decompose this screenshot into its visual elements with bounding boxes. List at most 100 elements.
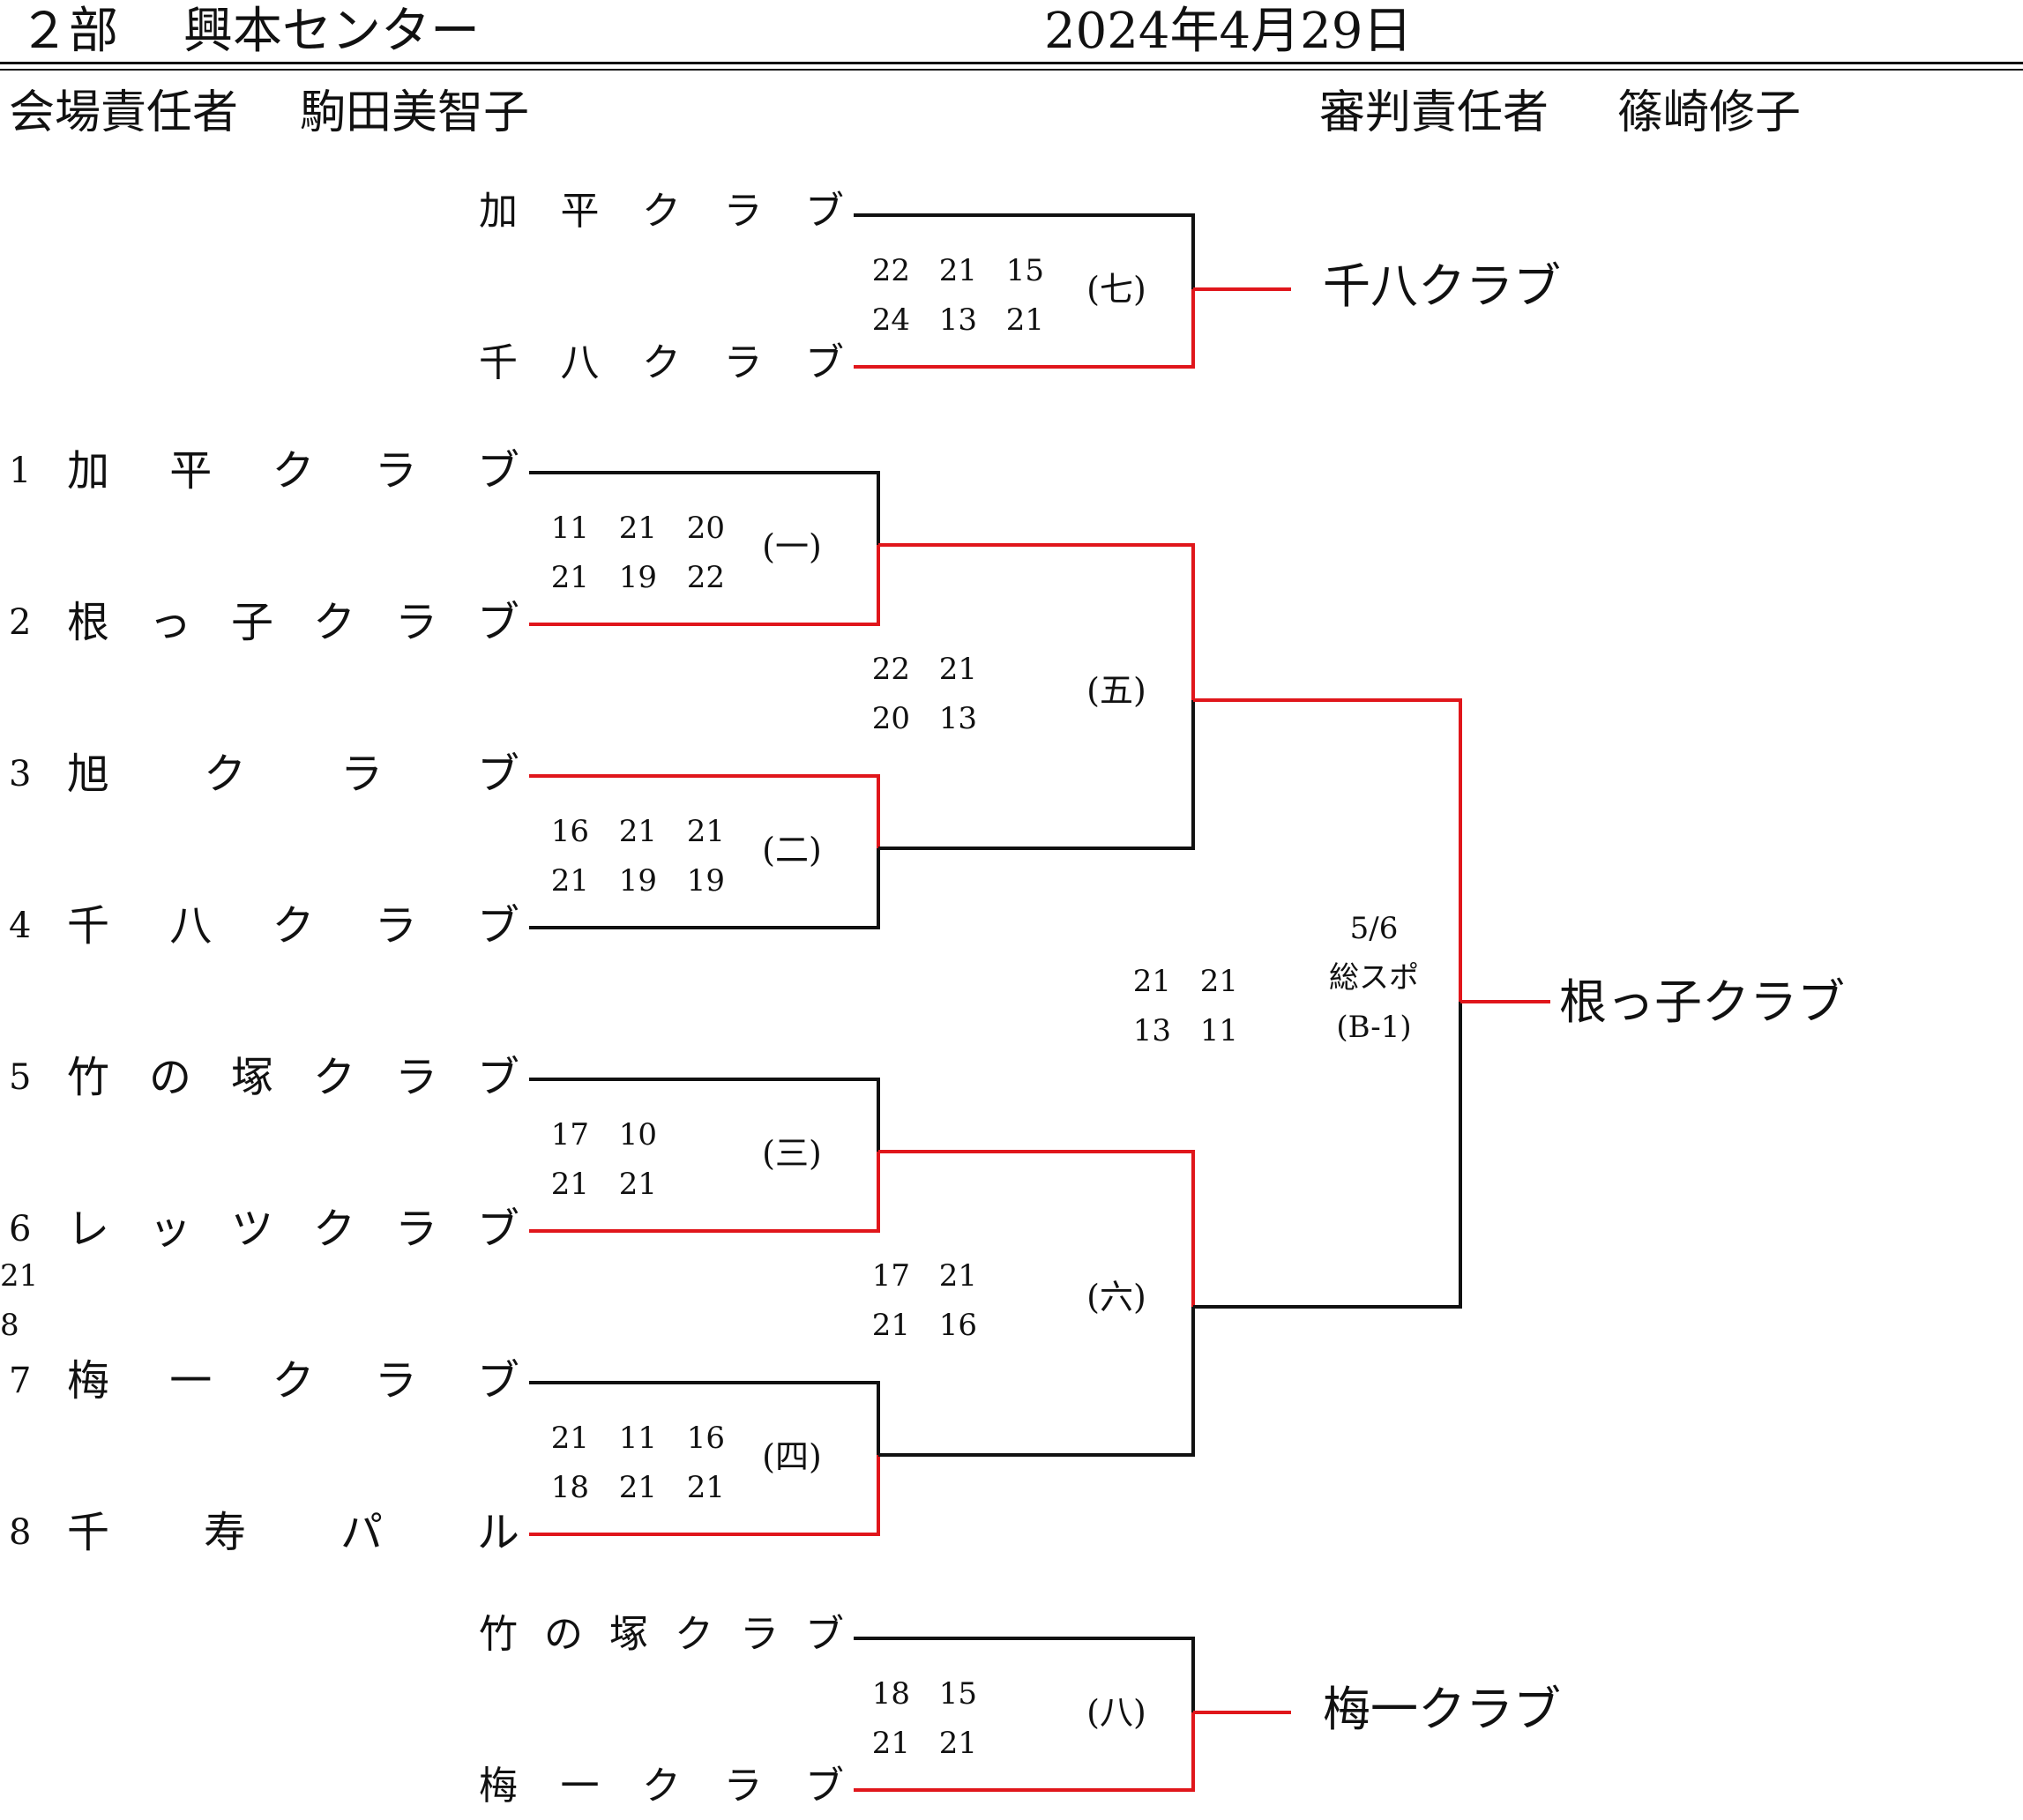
final-score-bottom: 11 xyxy=(1199,1013,1238,1048)
team-name-char: ク xyxy=(312,1205,356,1254)
bracket-line-top xyxy=(854,1637,1195,1712)
team-name-char: 寿 xyxy=(203,1508,247,1557)
team-name-char: 加 xyxy=(66,446,110,496)
side-winner-name: 梅一クラブ xyxy=(1323,1682,1561,1737)
team-name-char: 竹 xyxy=(66,1053,110,1102)
side-team-name-char: 千 xyxy=(479,340,518,385)
score-bottom: 16 xyxy=(938,1308,977,1343)
team-name-char: ク xyxy=(312,598,356,647)
score-bottom: 8 xyxy=(0,1308,19,1343)
header-rule-top xyxy=(0,62,2023,64)
side-team-name-char: ク xyxy=(642,340,681,385)
score-bottom: 18 xyxy=(550,1470,589,1505)
match-number: (三) xyxy=(762,1134,822,1173)
side-team-name-char: ブ xyxy=(805,189,844,234)
score-bottom: 21 xyxy=(550,560,589,595)
score-bottom: 19 xyxy=(686,863,725,899)
score-top: 21 xyxy=(0,1258,39,1294)
division-label: ２部 xyxy=(19,3,118,60)
referee-manager-name: 篠崎修子 xyxy=(1617,86,1802,139)
team-name-char: 平 xyxy=(169,446,213,496)
score-top: 11 xyxy=(618,1421,657,1456)
team-name-char: ク xyxy=(272,1356,315,1406)
score-top: 21 xyxy=(618,814,657,849)
header-rule-bottom xyxy=(0,69,2023,71)
team-seed: 3 xyxy=(9,754,32,794)
team-seed: 8 xyxy=(9,1512,32,1553)
bracket-line-bottom xyxy=(854,1712,1195,1792)
bracket-line-bottom xyxy=(529,848,880,929)
score-bottom: 19 xyxy=(618,560,657,595)
side-team-name-char: 一 xyxy=(560,1764,600,1809)
bracket-line-top xyxy=(529,1078,880,1152)
bracket-line-top xyxy=(854,213,1195,289)
final-line-top xyxy=(1193,698,1462,1002)
side-team-name-char: ラ xyxy=(723,1764,763,1809)
team-name-char: ラ xyxy=(374,901,417,951)
score-bottom: 21 xyxy=(618,1470,657,1505)
bracket-line-top xyxy=(529,471,880,545)
team-name-char: 旭 xyxy=(66,750,110,799)
team-name-char: 梅 xyxy=(66,1356,110,1406)
team-name-char: 千 xyxy=(66,1508,110,1557)
match-number: (六) xyxy=(1086,1278,1146,1317)
final-score-top: 21 xyxy=(1132,964,1171,999)
team-name-char: 千 xyxy=(66,901,110,951)
team-name-char: 子 xyxy=(230,598,274,647)
team-name-char: の xyxy=(148,1053,192,1102)
side-team-name-char: 加 xyxy=(479,189,518,234)
bracket-line-top xyxy=(878,1150,1195,1307)
score-top: 21 xyxy=(938,652,977,687)
side-team-name-char: ク xyxy=(642,1764,681,1809)
champion-name: 根っ子クラブ xyxy=(1559,974,1845,1030)
side-team-name-char: ラ xyxy=(723,189,763,234)
score-top: 17 xyxy=(871,1258,910,1294)
venue-name: 興本センター xyxy=(183,3,480,60)
score-top: 11 xyxy=(550,511,589,546)
score-bottom: 21 xyxy=(871,1726,910,1761)
match-number: (一) xyxy=(762,527,822,566)
side-team-name-char: 塚 xyxy=(609,1612,648,1657)
team-name-char: っ xyxy=(148,598,192,647)
referee-manager-label: 審判責任者 xyxy=(1319,86,1549,139)
team-name-char: ク xyxy=(272,901,315,951)
bracket-line-bottom xyxy=(854,289,1195,369)
match-date: 2024年4月29日 xyxy=(1044,3,1413,60)
side-team-name-char: の xyxy=(544,1612,583,1657)
score-top: 20 xyxy=(686,511,725,546)
team-seed: 2 xyxy=(9,602,32,643)
team-name-char: ク xyxy=(312,1053,356,1102)
bracket-line-bottom xyxy=(878,1307,1195,1457)
team-name-char: ブ xyxy=(476,1053,520,1102)
score-bottom: 21 xyxy=(871,1308,910,1343)
team-name-char: ク xyxy=(272,446,315,496)
team-seed: 6 xyxy=(9,1209,32,1249)
side-team-name-char: 梅 xyxy=(479,1764,518,1809)
score-top: 16 xyxy=(550,814,589,849)
team-name-char: 根 xyxy=(66,598,110,647)
score-bottom: 21 xyxy=(618,1167,657,1202)
team-seed: 7 xyxy=(9,1361,32,1401)
team-name-char: ブ xyxy=(476,901,520,951)
side-team-name-char: ラ xyxy=(740,1612,779,1657)
side-team-name-char: ブ xyxy=(805,340,844,385)
score-bottom: 19 xyxy=(618,863,657,899)
score-top: 21 xyxy=(938,1258,977,1294)
score-bottom: 20 xyxy=(871,701,910,736)
team-seed: 1 xyxy=(9,451,32,491)
side-team-name-char: ク xyxy=(642,189,681,234)
score-bottom: 22 xyxy=(686,560,725,595)
side-team-name-char: 八 xyxy=(560,340,600,385)
team-name-char: 一 xyxy=(169,1356,213,1406)
side-team-name-char: 竹 xyxy=(479,1612,518,1657)
team-seed: 5 xyxy=(9,1057,32,1098)
side-team-name-char: ク xyxy=(675,1612,713,1657)
team-name-char: ブ xyxy=(476,1205,520,1254)
team-name-char: ラ xyxy=(394,1205,438,1254)
side-winner-name: 千八クラブ xyxy=(1323,258,1561,314)
venue-manager-label: 会場責任者 xyxy=(9,86,239,139)
score-top: 18 xyxy=(871,1676,910,1712)
side-team-name-char: ブ xyxy=(805,1612,844,1657)
